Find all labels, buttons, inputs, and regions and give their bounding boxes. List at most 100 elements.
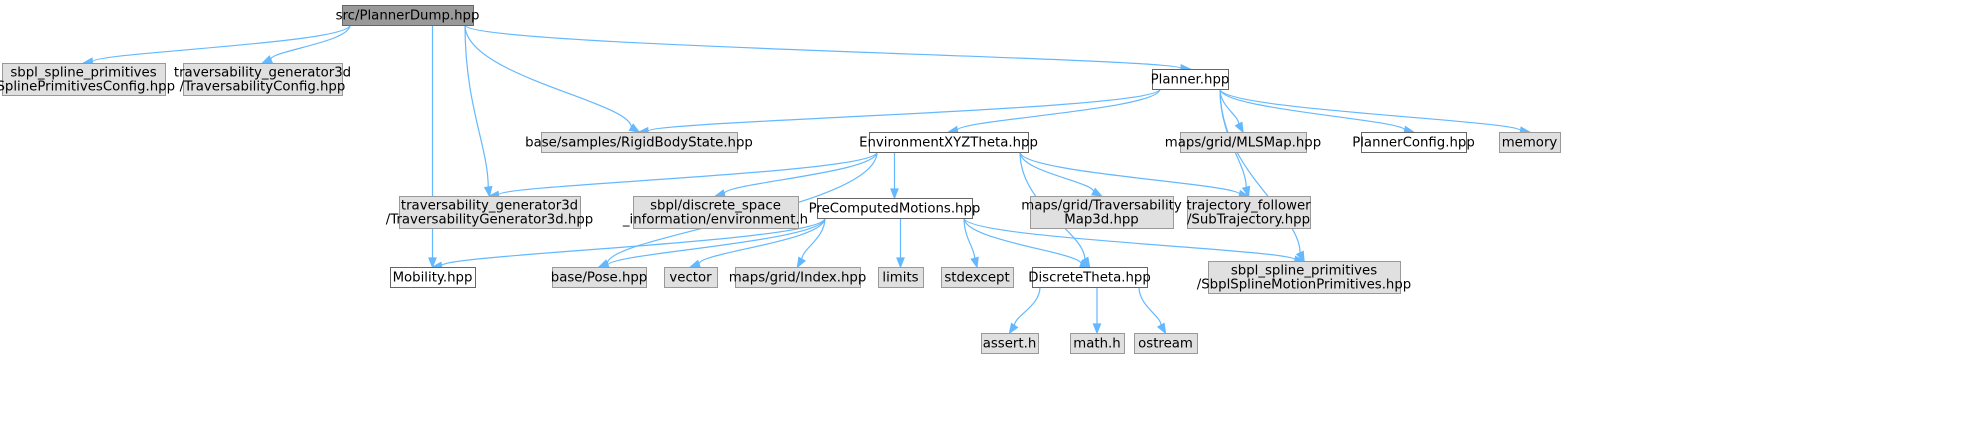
node-box bbox=[1499, 132, 1561, 153]
edges-layer bbox=[81, 24, 1532, 335]
edge-line bbox=[801, 217, 826, 260]
node-traversability_generator[interactable]: traversability_generator3d/Traversabilit… bbox=[386, 196, 593, 229]
node-rigid_body_state[interactable]: base/samples/RigidBodyState.hpp bbox=[525, 132, 753, 153]
edge-planner_dump-to-traversability_generator bbox=[464, 24, 493, 198]
edge-discrete_theta-to-math_h bbox=[1092, 287, 1102, 335]
edge-line bbox=[440, 217, 826, 267]
node-planner_config[interactable]: PlannerConfig.hpp bbox=[1352, 132, 1475, 153]
edge-line bbox=[1219, 88, 1301, 253]
node-label: sbpl_spline_primitives bbox=[1231, 264, 1377, 279]
arrowhead-icon bbox=[1090, 187, 1103, 197]
node-memory[interactable]: memory bbox=[1499, 132, 1561, 153]
arrowhead-icon bbox=[1234, 121, 1244, 134]
node-limits[interactable]: limits bbox=[878, 267, 924, 288]
node-label: memory bbox=[1502, 136, 1558, 151]
edge-line bbox=[956, 88, 1161, 131]
edge-line bbox=[270, 24, 351, 60]
edge-environment_xyz_theta-to-traversability_generator bbox=[487, 151, 878, 200]
edge-line bbox=[963, 217, 976, 259]
node-label: PreComputedMotions.hpp bbox=[809, 202, 981, 217]
edge-line bbox=[698, 217, 826, 265]
node-math_h[interactable]: math.h bbox=[1070, 333, 1125, 354]
edge-planner-to-memory bbox=[1219, 88, 1532, 136]
node-vector[interactable]: vector bbox=[664, 267, 718, 288]
node-box bbox=[1187, 196, 1311, 229]
node-label: Mobility.hpp bbox=[393, 271, 473, 286]
edge-line bbox=[1019, 151, 1095, 193]
edge-precomputed_motions-to-pose bbox=[597, 217, 826, 270]
edge-environment_xyz_theta-to-environment_h bbox=[713, 151, 878, 198]
edge-line bbox=[647, 88, 1161, 132]
node-assert_h[interactable]: assert.h bbox=[981, 333, 1039, 354]
node-stdexcept[interactable]: stdexcept bbox=[941, 267, 1014, 288]
node-planner_dump[interactable]: src/PlannerDump.hpp bbox=[336, 5, 480, 26]
edge-planner_dump-to-traversability_config bbox=[260, 24, 351, 64]
node-label: maps/grid/MLSMap.hpp bbox=[1165, 136, 1321, 151]
node-box bbox=[817, 198, 973, 219]
node-label: /SplinePrimitivesConfig.hpp bbox=[0, 80, 175, 95]
node-environment_xyz_theta[interactable]: EnvironmentXYZTheta.hpp bbox=[859, 132, 1038, 153]
nodes-layer: src/PlannerDump.hpp sbpl_spline_primitive… bbox=[0, 5, 1561, 354]
node-box bbox=[552, 267, 647, 288]
node-environment_h[interactable]: sbpl/discrete_space_information/environm… bbox=[622, 196, 808, 229]
edge-line bbox=[497, 151, 878, 196]
edge-line bbox=[723, 151, 878, 195]
arrowhead-icon bbox=[890, 188, 899, 200]
node-label: limits bbox=[882, 271, 918, 286]
node-box bbox=[941, 267, 1014, 288]
node-sbpl_spline_motion_primitives[interactable]: sbpl_spline_primitives/SbplSplineMotionP… bbox=[1197, 261, 1411, 294]
arrowhead-icon bbox=[1156, 322, 1167, 335]
edge-discrete_theta-to-assert_h bbox=[1008, 286, 1041, 335]
edge-line bbox=[1138, 286, 1162, 326]
arrowhead-icon bbox=[796, 256, 807, 269]
arrowhead-icon bbox=[896, 257, 905, 269]
node-mobility[interactable]: Mobility.hpp bbox=[390, 267, 476, 288]
edge-discrete_theta-to-ostream bbox=[1138, 286, 1167, 335]
node-label: ostream bbox=[1138, 337, 1193, 352]
arrowhead-icon bbox=[1008, 322, 1019, 335]
node-box bbox=[1361, 132, 1467, 153]
node-precomputed_motions[interactable]: PreComputedMotions.hpp bbox=[809, 198, 981, 219]
node-label: src/PlannerDump.hpp bbox=[336, 9, 480, 24]
node-label: DiscreteTheta.hpp bbox=[1028, 271, 1151, 286]
node-box bbox=[664, 267, 718, 288]
node-planner[interactable]: Planner.hpp bbox=[1151, 69, 1230, 90]
node-label: traversability_generator3d bbox=[401, 199, 578, 214]
node-ostream[interactable]: ostream bbox=[1134, 333, 1198, 354]
node-discrete_theta[interactable]: DiscreteTheta.hpp bbox=[1028, 267, 1151, 288]
node-spline_primitives_config[interactable]: sbpl_spline_primitives/SplinePrimitivesC… bbox=[0, 63, 175, 96]
edge-planner_dump-to-rigid_body_state bbox=[464, 24, 641, 133]
node-index[interactable]: maps/grid/Index.hpp bbox=[729, 267, 867, 288]
node-label: sbpl_spline_primitives bbox=[10, 66, 156, 81]
node-label: PlannerConfig.hpp bbox=[1352, 136, 1475, 151]
node-mls_map[interactable]: maps/grid/MLSMap.hpp bbox=[1165, 132, 1321, 153]
node-box bbox=[183, 63, 343, 96]
edge-precomputed_motions-to-discrete_theta bbox=[963, 217, 1092, 268]
edge-precomputed_motions-to-stdexcept bbox=[963, 217, 979, 269]
node-label: maps/grid/Traversability bbox=[1021, 199, 1182, 214]
node-sub_trajectory[interactable]: trajectory_follower/SubTrajectory.hpp bbox=[1186, 196, 1311, 229]
node-label: sbpl/discrete_space bbox=[650, 199, 781, 214]
node-box bbox=[633, 196, 799, 229]
node-label: base/Pose.hpp bbox=[551, 271, 648, 286]
node-label: _information/environment.h bbox=[622, 213, 808, 228]
node-label: maps/grid/Index.hpp bbox=[729, 271, 867, 286]
node-box bbox=[981, 333, 1039, 354]
edge-environment_xyz_theta-to-traversability_map3d bbox=[1019, 151, 1103, 197]
arrowhead-icon bbox=[483, 185, 493, 198]
node-box bbox=[1134, 333, 1198, 354]
node-label: vector bbox=[669, 271, 712, 286]
node-pose[interactable]: base/Pose.hpp bbox=[551, 267, 648, 288]
edge-precomputed_motions-to-index bbox=[796, 217, 826, 269]
node-label: /TraversabilityConfig.hpp bbox=[180, 80, 346, 95]
edge-line bbox=[1219, 88, 1406, 131]
node-label: Map3d.hpp bbox=[1064, 213, 1139, 228]
node-traversability_config[interactable]: traversability_generator3d/Traversabilit… bbox=[174, 63, 351, 96]
edge-line bbox=[963, 217, 1082, 265]
arrowhead-icon bbox=[688, 259, 702, 268]
edge-planner-to-rigid_body_state bbox=[637, 88, 1161, 136]
edge-line bbox=[1019, 151, 1241, 195]
arrowhead-icon bbox=[713, 189, 726, 198]
